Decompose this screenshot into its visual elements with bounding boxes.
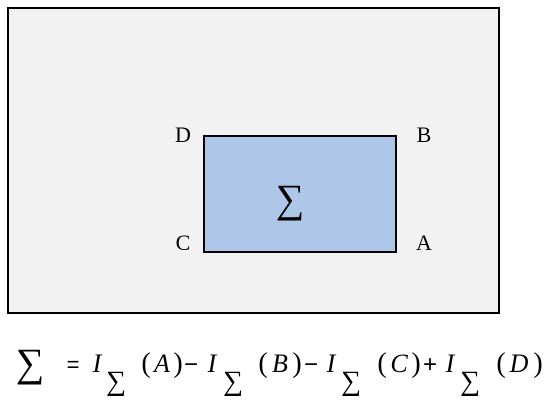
formula-term-sub: ∑ [341, 366, 361, 397]
corner-label-d: D [175, 122, 191, 147]
sum-region-rect [203, 135, 397, 253]
formula-lhs-sigma: ∑ [16, 340, 45, 385]
formula-term-fn: I [207, 349, 218, 378]
formula-term-sub: ∑ [460, 366, 480, 397]
formula-term-open-paren: ( [377, 348, 386, 379]
formula-term-fn: I [326, 349, 337, 378]
formula-term-open-paren: ( [141, 348, 150, 379]
formula-term-sign: + [423, 351, 437, 378]
corner-label-b: B [417, 122, 432, 147]
formula-term-close-paren: ) [411, 348, 420, 379]
formula-term-sub: ∑ [106, 366, 126, 397]
formula-term-sign: − [304, 351, 318, 378]
formula-equals: = [67, 352, 80, 377]
formula-term-arg: D [509, 349, 529, 378]
region-sigma-label: ∑ [276, 176, 305, 221]
formula-term-close-paren: ) [533, 348, 542, 379]
formula-term-fn: I [92, 349, 103, 378]
formula-term-arg: B [272, 349, 288, 378]
formula-term-close-paren: ) [292, 348, 301, 379]
formula-term-arg: C [390, 349, 408, 378]
formula: ∑ = I ∑ ( A ) − I ∑ ( B ) − I ∑ ( C ) + … [16, 340, 543, 397]
formula-term-sign: − [184, 351, 198, 378]
formula-term-fn: I [445, 349, 456, 378]
corner-label-c: C [176, 230, 191, 255]
formula-term-arg: A [152, 349, 170, 378]
formula-term-sub: ∑ [223, 366, 243, 397]
formula-term-open-paren: ( [258, 348, 267, 379]
formula-term-close-paren: ) [173, 348, 182, 379]
corner-label-a: A [416, 230, 432, 255]
formula-term-open-paren: ( [496, 348, 505, 379]
